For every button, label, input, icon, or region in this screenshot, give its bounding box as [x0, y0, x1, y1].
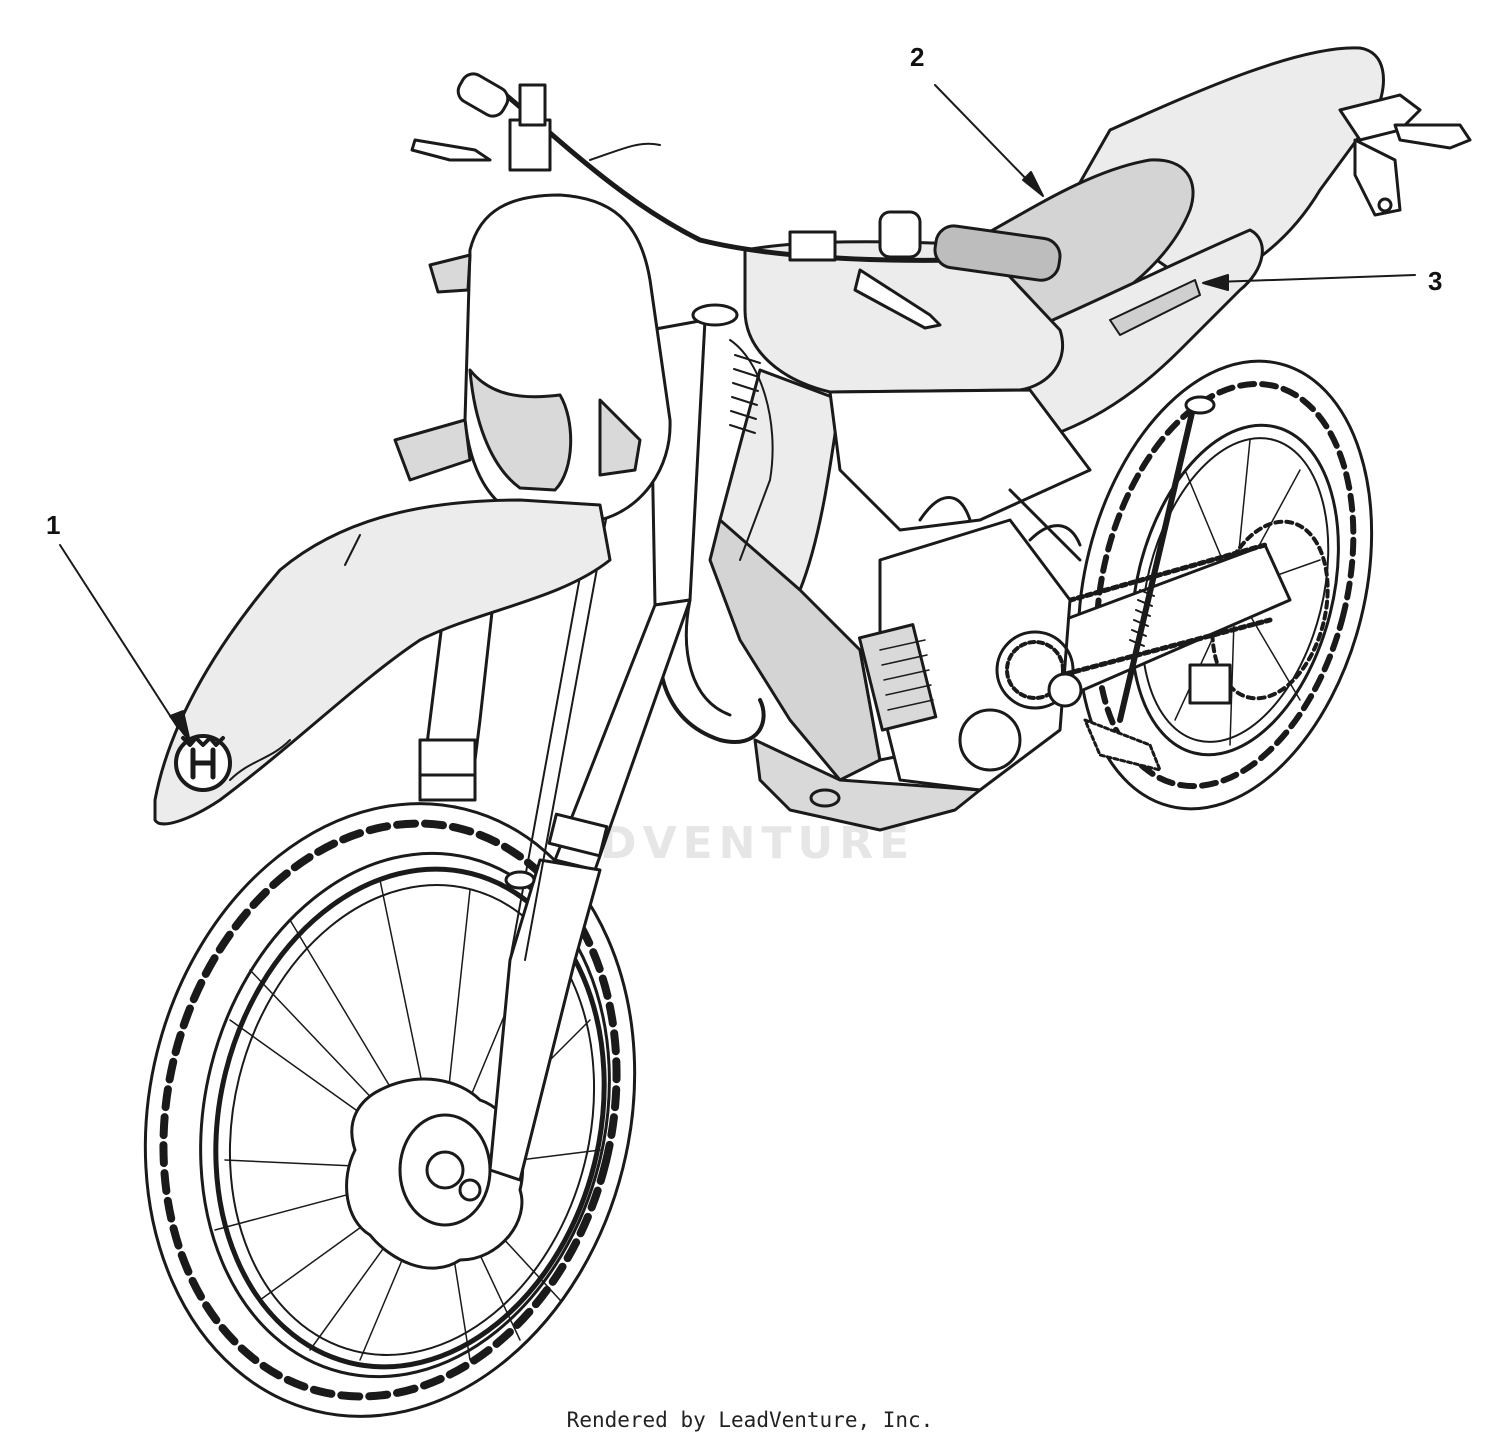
skid-plate — [753, 738, 982, 832]
side-panel — [1018, 228, 1264, 447]
engine — [857, 488, 1083, 792]
callout-1: 1 — [46, 510, 61, 540]
handlebar — [410, 72, 1062, 330]
callout-3: 3 — [1428, 266, 1443, 296]
leader-lines — [59, 84, 1416, 743]
logo-decal — [174, 734, 232, 792]
front-fender — [153, 498, 612, 826]
headlight-plate — [393, 193, 672, 522]
frame-tube — [729, 339, 774, 561]
rear-shock — [1117, 395, 1216, 723]
footer-credit: Rendered by LeadVenture, Inc. — [566, 1408, 934, 1432]
callout-2: 2 — [910, 42, 925, 72]
footpeg — [1083, 718, 1162, 772]
front-wheel — [143, 802, 637, 1418]
front-forks — [418, 303, 739, 1182]
watermark: ADVENTURE — [560, 818, 916, 869]
